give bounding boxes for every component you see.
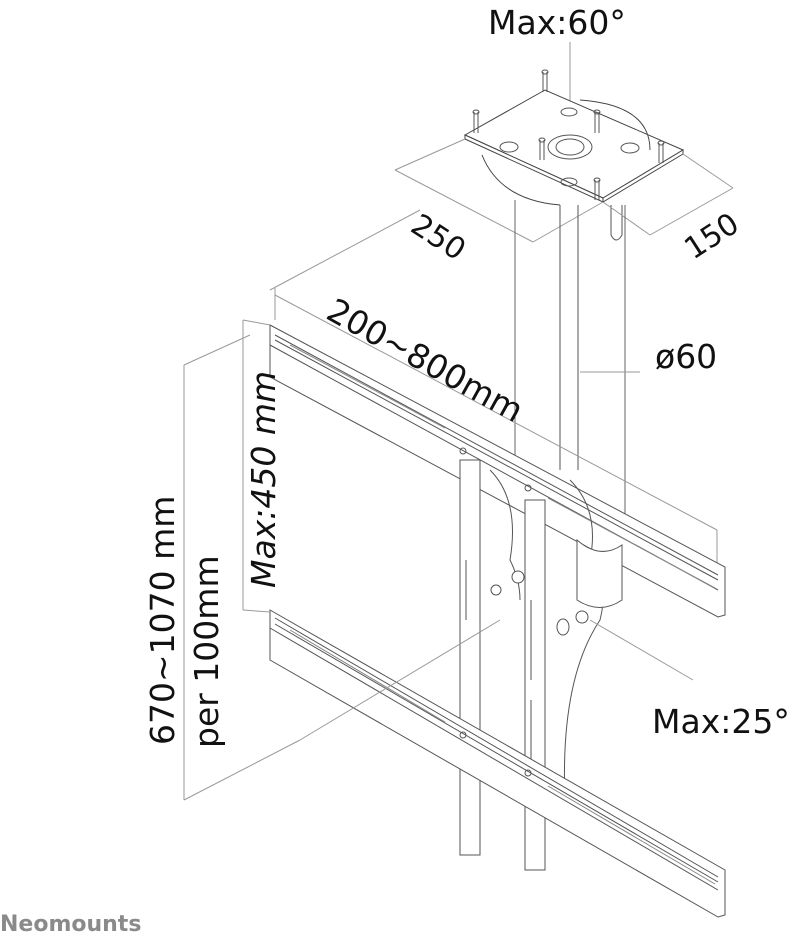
vesa-height-label: Max:450 mm [244,370,283,588]
plate-dimension-lines [269,138,734,291]
height-step-label: per 100mm [187,555,226,748]
pole-diameter-label: ø60 [655,337,718,376]
top-rail [269,324,726,618]
bottom-rail [269,609,726,918]
pole [514,200,640,540]
brand-logo: Neomounts [0,912,142,937]
height-dimension-lines [183,319,501,801]
ceiling-plate [463,69,685,241]
tilt-leader-line [589,619,694,681]
tilt-max-label: Max:25° [652,702,790,741]
height-range-label: 670~1070 mm [143,495,182,745]
swivel-max-label: Max:60° [488,3,626,42]
